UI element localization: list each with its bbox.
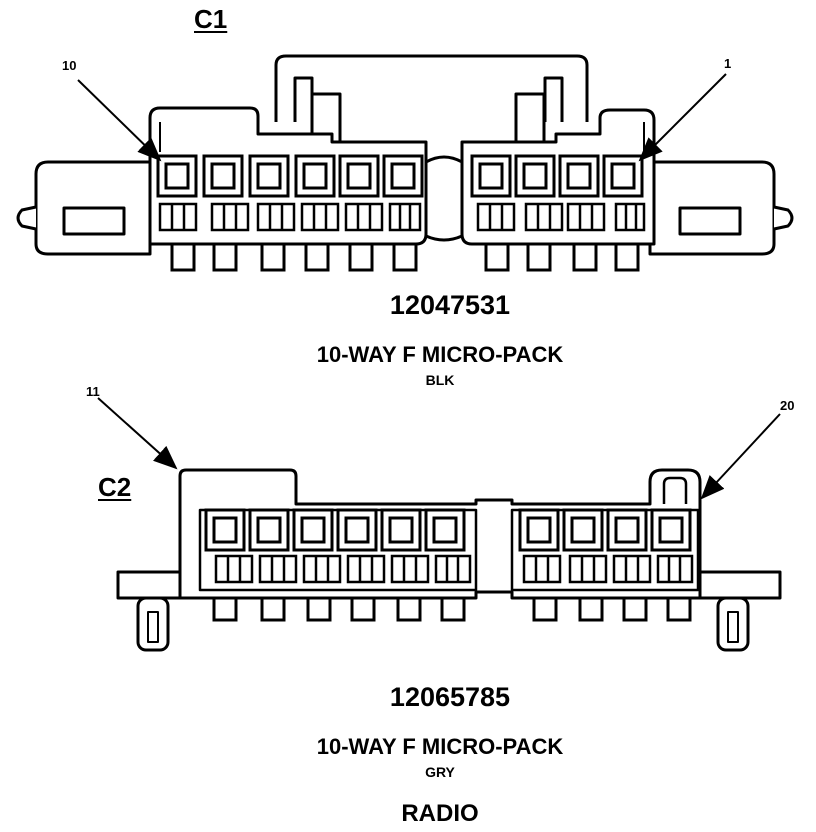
- c2-cavity-14: [336, 508, 378, 552]
- c1-part-number: 12047531: [389, 290, 511, 320]
- c1-pin-end-label: 1: [724, 56, 732, 71]
- c1-cavity-8: [248, 154, 290, 198]
- c2-cavity-12: [248, 508, 290, 552]
- c1-pegs: [170, 242, 640, 272]
- c2-pegs: [212, 596, 692, 622]
- c2-cavity-16: [424, 508, 466, 552]
- c1-cavity-9: [202, 154, 244, 198]
- c2-cavity-11: [204, 508, 246, 552]
- c1-description: 10-WAY F MICRO-PACK: [316, 342, 564, 367]
- c2-part-number: 12065785: [389, 682, 511, 712]
- c2-cavity-15: [380, 508, 422, 552]
- c1-cavity-10: [156, 154, 198, 198]
- c2-pin-end-label: 20: [780, 398, 795, 413]
- c2-wire-color: GRY: [425, 764, 455, 780]
- c2-cavity-13: [292, 508, 334, 552]
- c1-title: C1: [194, 4, 228, 34]
- c1-cavity-4: [470, 154, 512, 198]
- c2-cavity-20: [650, 508, 692, 552]
- c2-cavity-17: [518, 508, 560, 552]
- c2-cavities: [204, 508, 692, 552]
- c1-cavity-1: [602, 154, 644, 198]
- c2-cavity-18: [562, 508, 604, 552]
- c1-wire-color: BLK: [425, 372, 455, 388]
- c1-terminal-locks: [158, 202, 646, 232]
- device-name: RADIO: [401, 800, 479, 827]
- c1-cavity-7: [294, 154, 336, 198]
- c1-cavity-2: [558, 154, 600, 198]
- c2-pin-20-leader: [700, 413, 781, 500]
- c1-cavities: [156, 154, 644, 198]
- c2-title: C2: [98, 472, 132, 502]
- c2-pin-11-leader: [97, 397, 178, 470]
- c2-description: 10-WAY F MICRO-PACK: [316, 734, 564, 759]
- c1-pin-10-leader: [77, 79, 162, 162]
- c2-cavity-19: [606, 508, 648, 552]
- c2-terminal-locks: [214, 554, 694, 584]
- c1-pin-start-label: 10: [62, 58, 77, 73]
- c1-pin-1-leader: [638, 73, 727, 162]
- c1-cavity-3: [514, 154, 556, 198]
- c2-pin-start-label: 11: [86, 384, 100, 399]
- c1-cavity-6: [338, 154, 380, 198]
- c1-cavity-5: [382, 154, 424, 198]
